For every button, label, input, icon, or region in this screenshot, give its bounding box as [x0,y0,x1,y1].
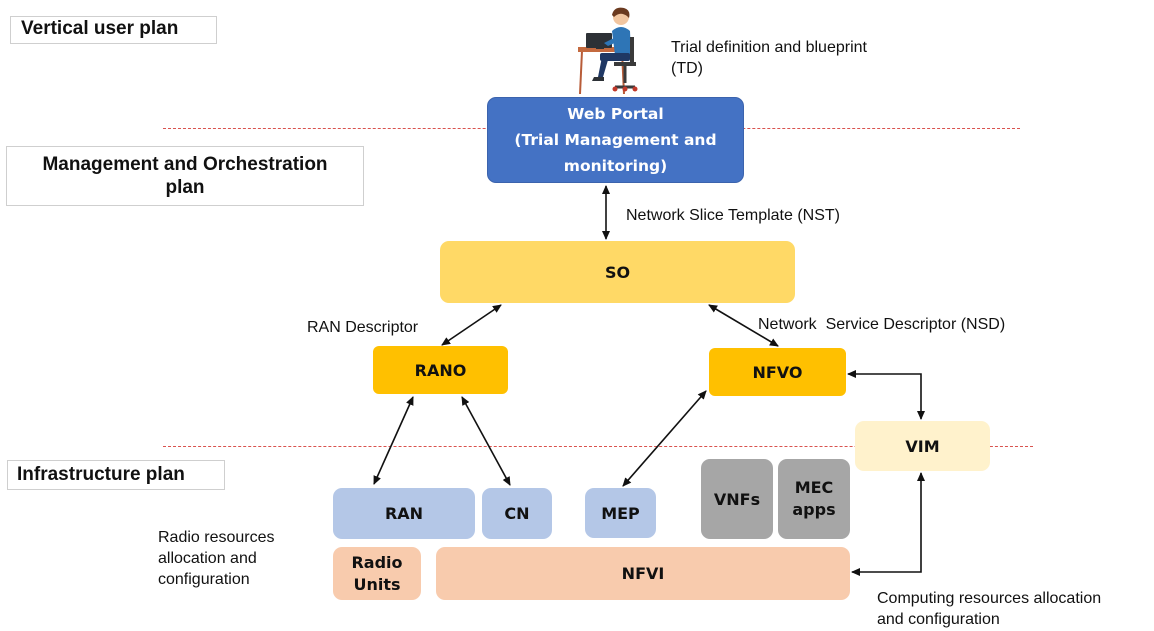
nfvo-box: NFVO [709,348,846,396]
rano-cn-arrow [461,396,511,486]
ran-box: RAN [333,488,475,539]
nfvi-box: NFVI [436,547,850,600]
radio-units-box: Radio Units [333,547,421,600]
mec-apps-box: MEC apps [778,459,850,539]
computing-resources-label: Computing resources allocation and confi… [877,590,1102,628]
rano-box: RANO [373,346,508,394]
ran-descriptor-label: RAN Descriptor [307,319,419,336]
person-at-computer-icon [574,7,654,95]
nst-label: Network Slice Template (NST) [626,207,840,224]
vim-nfvi-arrow [851,472,925,576]
rano-ran-arrow [373,396,414,485]
management-infrastructure-divider [163,446,1033,447]
management-orchestration-plan-label: Management and Orchestration plan [6,146,364,206]
trial-definition-label: Trial definition and blueprint (TD) [671,39,867,77]
radio-resources-label: Radio resources allocation and configura… [158,529,275,588]
so-box: SO [440,241,795,303]
mep-box: MEP [585,488,656,538]
so-rano-arrow [441,304,502,346]
web-portal-box: Web Portal (Trial Management and monitor… [487,97,744,183]
nfvo-mep-arrow [622,390,707,487]
nfvo-vim-arrow [847,370,925,420]
infrastructure-plan-label: Infrastructure plan [7,460,225,490]
cn-box: CN [482,488,552,539]
vnfs-box: VNFs [701,459,773,539]
vertical-user-plan-label: Vertical user plan [10,16,217,44]
vim-box: VIM [855,421,990,471]
so-nfvo-arrow [708,304,779,347]
